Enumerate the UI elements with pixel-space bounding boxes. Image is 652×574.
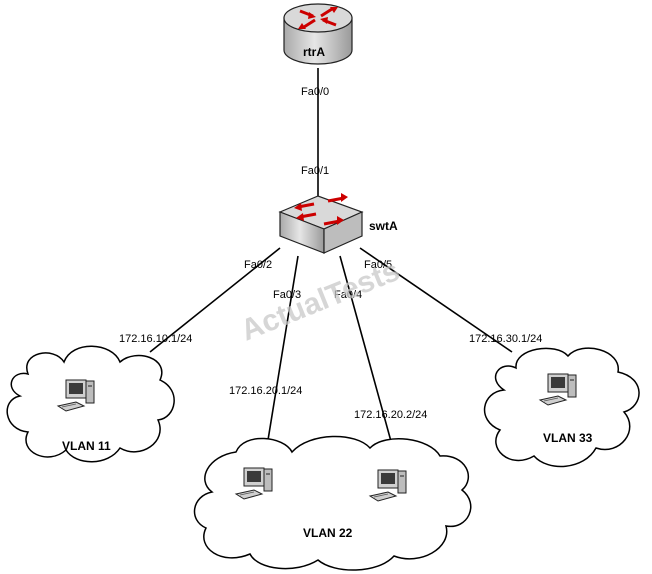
vlan-11-label: VLAN 11 — [62, 439, 111, 453]
link-fa0-3-vlan22 — [267, 255, 299, 441]
vlan-22-host-1-ip: 172.16.20.1/24 — [229, 385, 302, 397]
link-fa0-5-vlan33 — [359, 247, 513, 353]
vlan-33-host-ip: 172.16.30.1/24 — [469, 333, 542, 345]
vlan-22-cloud[interactable] — [193, 435, 472, 571]
vlan-33-label: VLAN 33 — [543, 431, 593, 445]
vlan-11-host-ip: 172.16.10.1/24 — [119, 333, 192, 345]
router-port-label: Fa0/0 — [301, 86, 329, 98]
router-icon[interactable] — [283, 3, 353, 65]
switch-port-label-fa0-4: Fa0/4 — [334, 289, 362, 301]
switch-port-label-fa0-2: Fa0/2 — [244, 259, 272, 271]
link-fa0-2-vlan11 — [149, 247, 281, 353]
switch-port-label-fa0-3: Fa0/3 — [273, 289, 301, 301]
switch-name: swtA — [369, 219, 398, 233]
switch-icon[interactable] — [278, 193, 364, 254]
vlan-22-label: VLAN 22 — [303, 526, 353, 540]
switch-uplink-port-label: Fa0/1 — [301, 165, 329, 177]
vlan-22-host-2-ip: 172.16.20.2/24 — [354, 409, 427, 421]
switch-port-label-fa0-5: Fa0/5 — [364, 259, 392, 271]
vlan-33-cloud[interactable] — [483, 347, 640, 468]
router-arrows-icon — [299, 7, 337, 29]
vlan-11-cloud[interactable] — [6, 345, 175, 463]
router-name: rtrA — [303, 45, 325, 59]
link-fa0-4-vlan22 — [339, 255, 393, 446]
